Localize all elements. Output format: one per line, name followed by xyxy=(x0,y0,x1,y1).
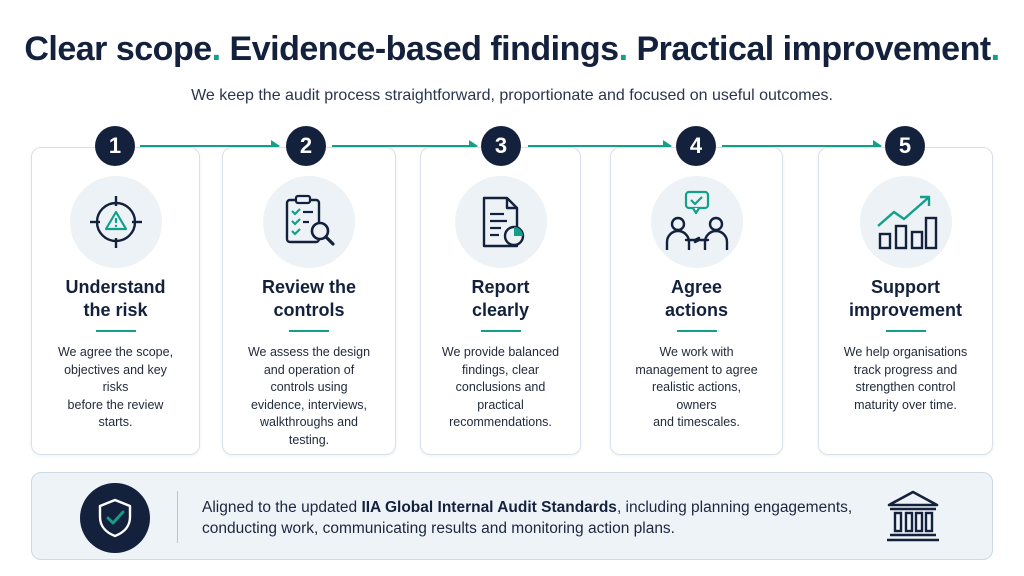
connector-3-4 xyxy=(528,140,672,152)
step-number-5: 5 xyxy=(885,126,925,166)
step-description: We provide balanced findings, clear conc… xyxy=(441,345,560,429)
connector-2-3 xyxy=(332,140,478,152)
step-title: Understand the risk xyxy=(65,277,166,320)
title-underline xyxy=(289,330,329,332)
step-card-5: Support improvement We help organisation… xyxy=(818,147,993,455)
report-document-icon xyxy=(454,176,547,268)
step-card-3: Report clearly We provide balanced findi… xyxy=(420,147,581,455)
title-underline xyxy=(95,330,136,332)
step-card-2: Review the controls We assess the design… xyxy=(222,147,396,455)
connector-4-5 xyxy=(722,140,882,152)
step-number-4: 4 xyxy=(676,126,716,166)
page-subtitle: We keep the audit process straightforwar… xyxy=(191,87,833,104)
standards-banner: Aligned to the updated IIA Global Intern… xyxy=(31,472,993,560)
step-card-1: Understand the risk We agree the scope, … xyxy=(31,147,200,455)
step-description: We agree the scope, objectives and key r… xyxy=(57,345,174,429)
page-title: Clear scope. Evidence-based findings. Pr… xyxy=(24,30,1000,68)
step-number-3: 3 xyxy=(481,126,521,166)
step-card-4: Agree actions We work with management to… xyxy=(610,147,783,455)
step-description: We help organisations track progress and… xyxy=(843,345,968,412)
step-title: Review the controls xyxy=(261,277,357,320)
step-title: Agree actions xyxy=(664,277,729,320)
shield-check-icon xyxy=(80,483,150,553)
standards-text: Aligned to the updated IIA Global Intern… xyxy=(202,499,853,537)
step-description: We assess the design and operation of co… xyxy=(247,345,371,447)
target-warning-icon xyxy=(69,176,162,268)
title-underline xyxy=(885,330,926,332)
growth-chart-icon xyxy=(859,176,952,268)
connector-1-2 xyxy=(140,140,280,152)
step-description: We work with management to agree realist… xyxy=(635,345,758,429)
title-underline xyxy=(480,330,521,332)
banner-divider xyxy=(177,491,178,543)
step-number-1: 1 xyxy=(95,126,135,166)
step-title: Support improvement xyxy=(848,277,963,320)
step-title: Report clearly xyxy=(471,277,530,320)
step-number-2: 2 xyxy=(286,126,326,166)
institution-icon xyxy=(884,487,942,550)
checklist-magnifier-icon xyxy=(263,176,355,268)
people-discussion-icon xyxy=(650,176,743,268)
title-underline xyxy=(676,330,717,332)
